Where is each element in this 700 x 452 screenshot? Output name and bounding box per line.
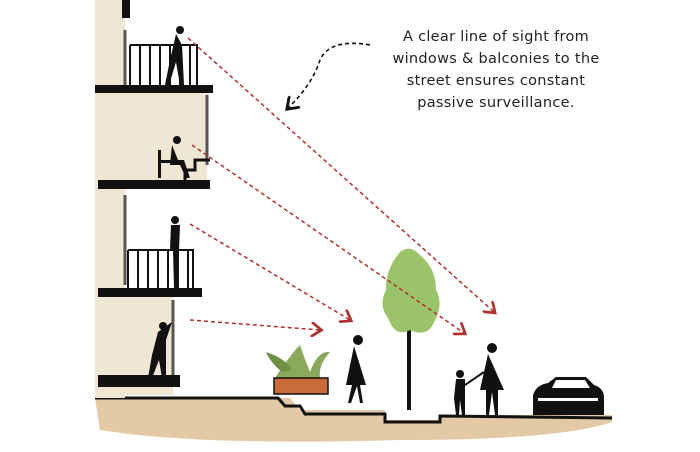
residents	[148, 26, 190, 378]
street-line	[95, 396, 613, 424]
sightline-4	[189, 319, 320, 330]
caption-line: A clear line of sight from	[402, 29, 590, 45]
sightline-1	[187, 37, 494, 312]
tree	[382, 248, 440, 410]
sightline-2	[191, 144, 464, 333]
ground-soil	[95, 398, 612, 442]
planter	[266, 345, 330, 395]
caption: A clear line of sight from windows & bal…	[368, 26, 624, 114]
balcony-railing-top	[129, 44, 198, 85]
sightlines	[187, 37, 494, 333]
sightline-3	[189, 223, 350, 320]
pedestrians	[346, 335, 504, 415]
caption-line: passive surveillance.	[417, 95, 575, 111]
car	[533, 377, 604, 415]
balcony-railing-middle	[127, 249, 194, 288]
annotation-arrow	[288, 42, 371, 108]
caption-line: windows & balconies to the	[392, 51, 600, 67]
caption-line: street ensures constant	[406, 73, 586, 89]
apartment-building	[95, 0, 213, 398]
